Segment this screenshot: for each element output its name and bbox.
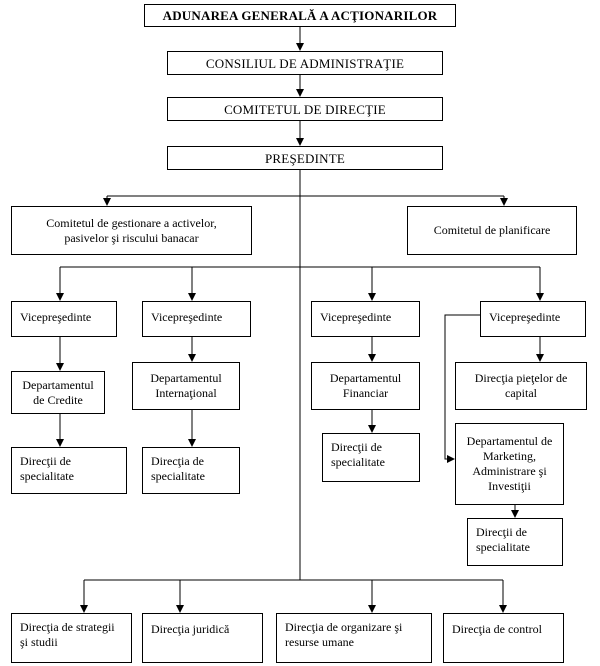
organization-hr-directorate-box: Direcţia de organizare şi resurse umane bbox=[276, 613, 432, 663]
credit-department-box: Departamentul de Credite bbox=[11, 371, 105, 414]
board-box: CONSILIUL DE ADMINISTRAŢIE bbox=[167, 51, 443, 75]
marketing-administration-investments-department-box: Departamentul de Marketing, Administrare… bbox=[455, 423, 564, 505]
financial-specialty-directorates-box: Direcţii de specialitate bbox=[322, 433, 420, 482]
marketing-specialty-directorates-box: Direcţii de specialitate bbox=[467, 518, 563, 566]
management-committee-box: COMITETUL DE DIRECŢIE bbox=[167, 97, 443, 121]
vicepresident-box-4: Vicepreşedinte bbox=[480, 301, 586, 337]
planning-committee-box: Comitetul de planificare bbox=[407, 206, 577, 255]
vicepresident-box-3: Vicepreşedinte bbox=[311, 301, 420, 337]
vicepresident-box-1: Vicepreşedinte bbox=[11, 301, 117, 337]
control-directorate-box: Direcţia de control bbox=[443, 613, 564, 663]
international-specialty-directorate-box: Direcţia de specialitate bbox=[142, 447, 240, 494]
alco-committee-box: Comitetul de gestionare a activelor, pas… bbox=[11, 206, 252, 255]
strategy-studies-directorate-box: Direcţia de strategii şi studii bbox=[11, 613, 132, 663]
vicepresident-box-2: Vicepreşedinte bbox=[142, 301, 251, 337]
general-assembly-box: ADUNAREA GENERALĂ A ACŢIONARILOR bbox=[144, 4, 456, 27]
president-box: PREŞEDINTE bbox=[167, 146, 443, 170]
financial-department-box: Departamentul Financiar bbox=[311, 362, 420, 410]
credit-specialty-directorates-box: Direcţii de specialitate bbox=[11, 447, 127, 494]
capital-markets-directorate-box: Direcţia pieţelor de capital bbox=[455, 362, 587, 410]
legal-directorate-box: Direcţia juridică bbox=[142, 613, 263, 663]
international-department-box: Departamentul Internaţional bbox=[132, 362, 240, 410]
